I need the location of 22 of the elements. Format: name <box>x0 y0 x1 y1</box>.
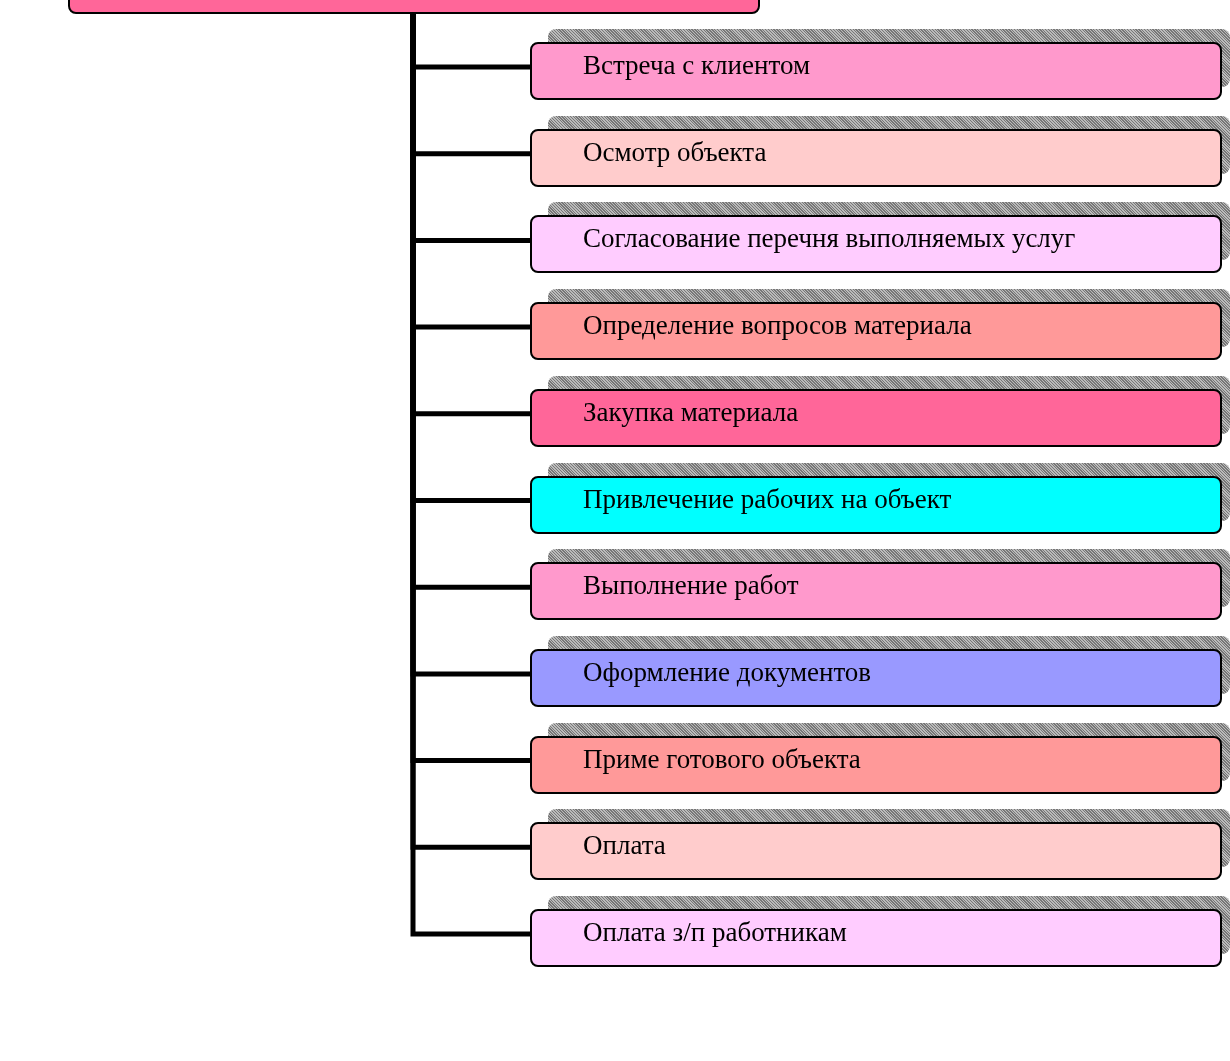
step-label: Встреча с клиентом <box>583 50 810 81</box>
process-box <box>530 735 1222 794</box>
step-label: Оплата <box>583 830 666 862</box>
step-label: Закупка материала <box>583 396 799 428</box>
process-box <box>530 562 1222 621</box>
process-box <box>530 128 1222 187</box>
process-box <box>530 909 1222 967</box>
process-box <box>530 42 1222 100</box>
step-label: Оплата з/п работникам <box>583 917 847 948</box>
step-label: Осмотр объекта <box>583 136 767 168</box>
process-box <box>530 302 1222 361</box>
step-label: Оформление документов <box>583 656 872 688</box>
process-box <box>530 822 1222 881</box>
process-box <box>530 475 1222 534</box>
step-label: Привлечение рабочих на объект <box>583 483 952 515</box>
step-label: Приме готового объекта <box>583 743 861 775</box>
process-box <box>530 215 1222 274</box>
step-label: Выполнение работ <box>583 570 799 602</box>
process-box <box>530 648 1222 707</box>
step-label: Определение вопросов материала <box>583 310 972 342</box>
step-label: Согласование перечня выполняемых услуг <box>583 223 1076 255</box>
process-box <box>530 388 1222 447</box>
